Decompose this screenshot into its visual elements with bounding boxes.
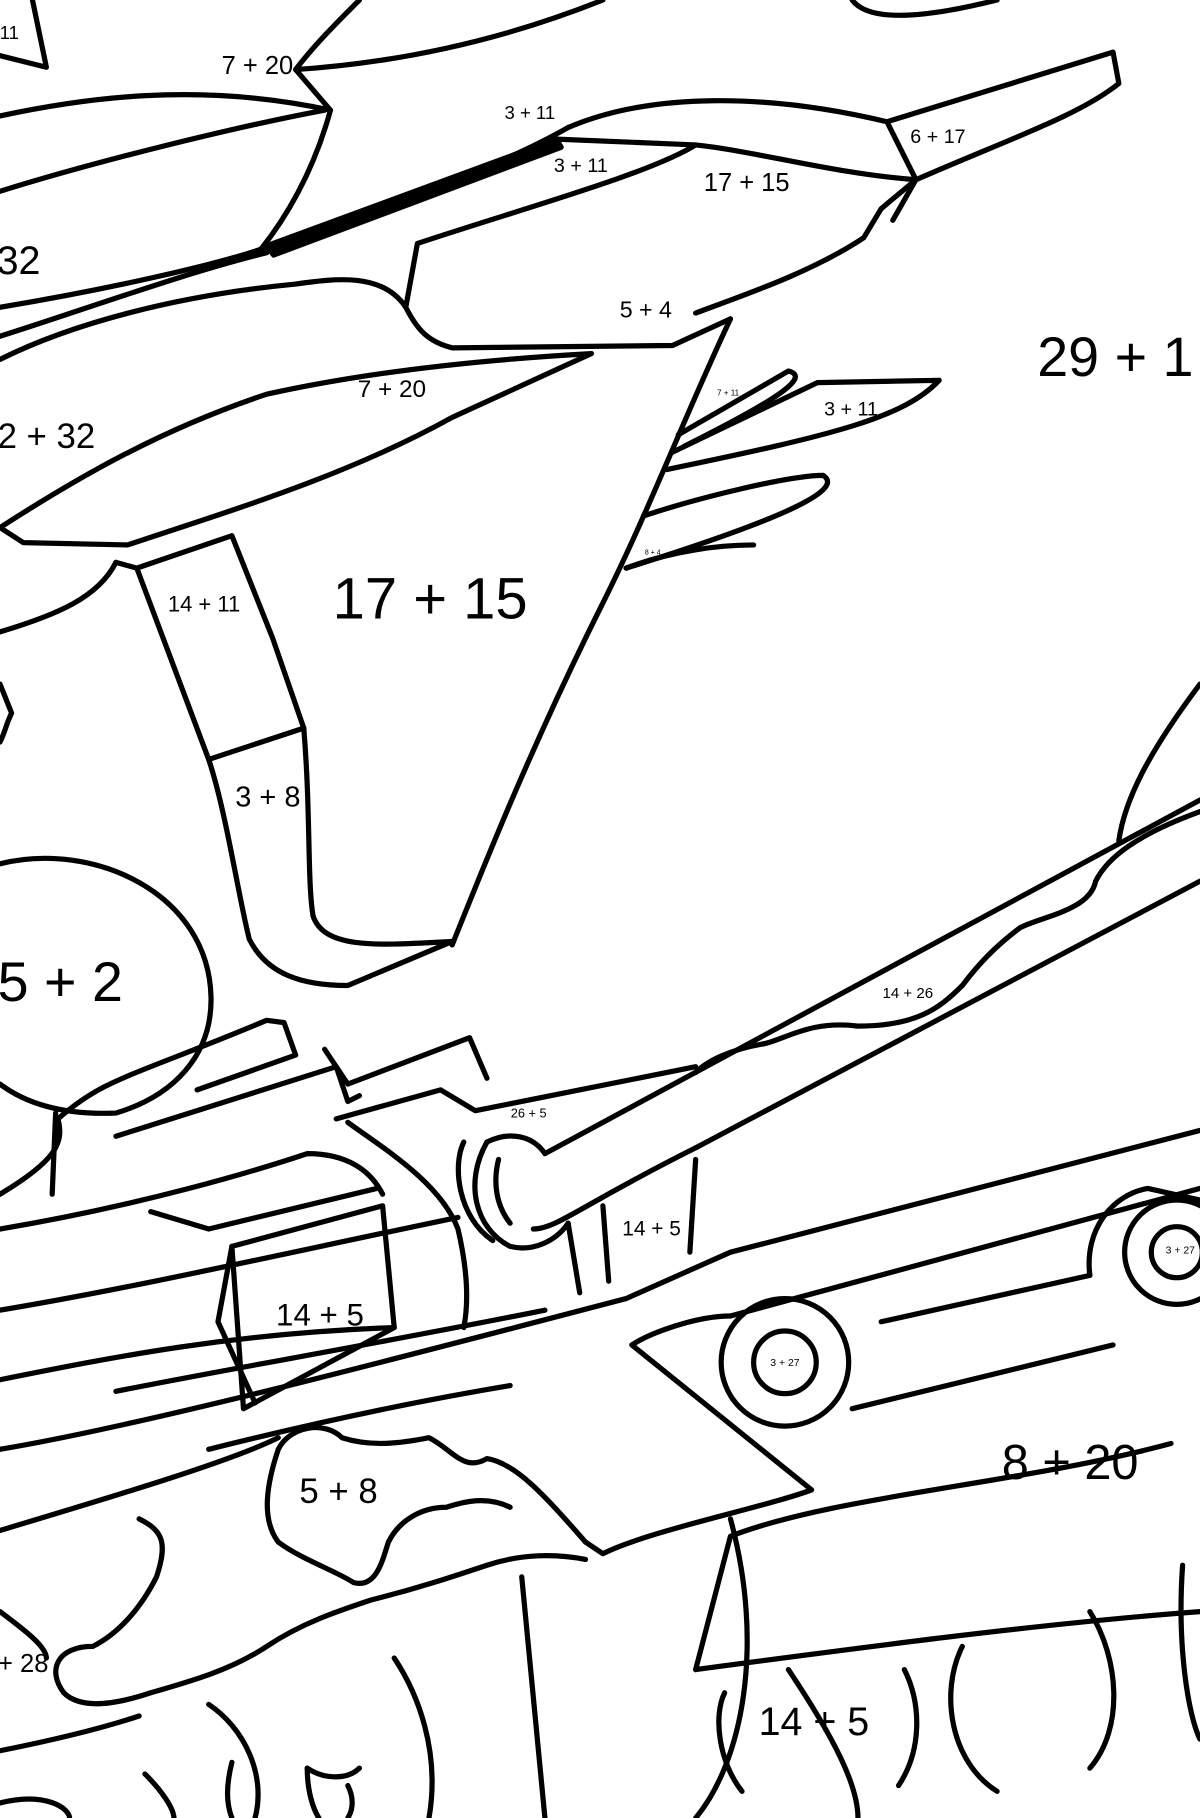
math-label: 3 + 11 — [554, 155, 608, 177]
math-label: 17 + 15 — [333, 567, 528, 631]
camouflage-blobs — [0, 1424, 589, 1818]
tank-tracks — [582, 1185, 1200, 1818]
math-label: 14 + 5 — [622, 1218, 681, 1241]
math-label: 8 + 20 — [1002, 1436, 1139, 1490]
math-label: 26 + 5 — [511, 1106, 547, 1121]
math-label: 8 + 4 — [645, 550, 661, 557]
math-label: 5 + 2 — [0, 951, 123, 1013]
math-label: 3 + 27 — [1166, 1246, 1195, 1257]
right-structure — [693, 681, 1200, 1076]
missile-center-body — [0, 533, 455, 989]
math-label: 5 + 4 — [620, 297, 672, 323]
math-label: 3 + 27 — [770, 1358, 799, 1369]
math-label: 32 — [0, 239, 40, 283]
math-label: 14 + 11 — [168, 592, 240, 617]
radar-dish — [0, 855, 214, 1116]
math-label: 17 + 15 — [704, 169, 790, 197]
math-label: 14 + 26 — [882, 985, 933, 1002]
math-labels: 11 7 + 20 3 + 11 3 + 11 17 + 15 6 + 17 3… — [0, 22, 1195, 1744]
math-label: 29 + 1 — [1037, 326, 1193, 388]
math-label: 3 + 8 — [235, 782, 300, 814]
missile-outlines — [0, 0, 1122, 948]
math-label: 14 + 5 — [276, 1297, 364, 1332]
math-label: 2 + 32 — [0, 418, 95, 456]
math-label: 11 — [0, 22, 19, 43]
math-label: 3 + 11 — [824, 398, 878, 420]
math-label: 7 + 11 — [717, 389, 740, 398]
math-label: 3 + 11 — [504, 102, 555, 123]
math-label: 7 + 20 — [358, 376, 426, 403]
math-label: 6 + 17 — [910, 126, 965, 148]
math-label: 14 + 5 — [759, 1700, 870, 1744]
launcher-base — [0, 797, 1200, 1534]
math-label: 7 + 20 — [222, 52, 294, 80]
math-label: + 28 — [0, 1650, 48, 1678]
math-label: 5 + 8 — [299, 1473, 377, 1511]
